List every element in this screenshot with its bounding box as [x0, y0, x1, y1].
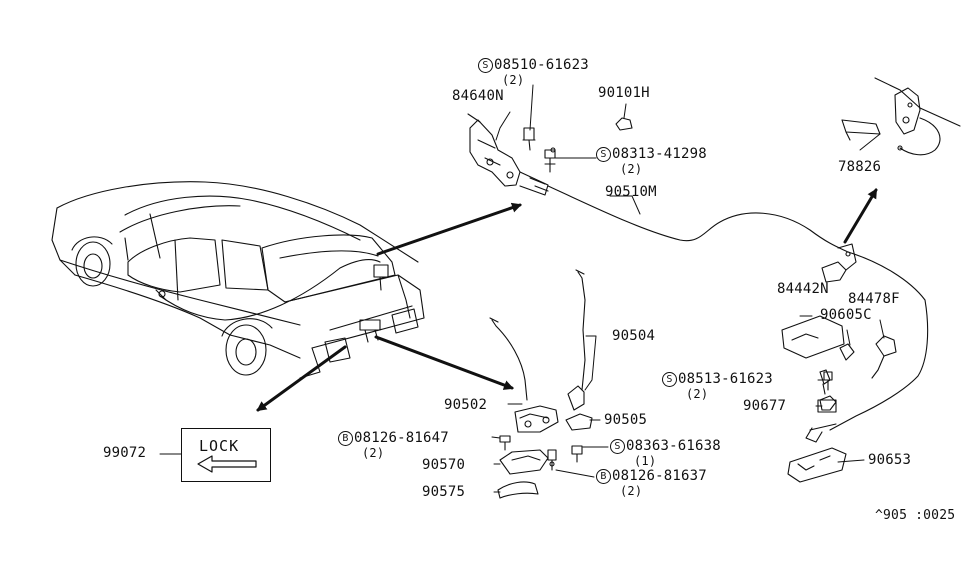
- part-78826-label: 78826: [838, 159, 882, 175]
- part-84478f-label: 84478F: [848, 291, 900, 307]
- part-quantity: (2): [502, 73, 525, 87]
- part-number: 08513-61623: [678, 371, 773, 387]
- screw-badge-icon: S: [662, 372, 677, 387]
- lock-label-text: LOCK: [199, 437, 240, 455]
- lock-label-plate: LOCK: [181, 428, 271, 482]
- part-90101h-label: 90101H: [598, 85, 650, 101]
- screw-badge-icon: S: [596, 147, 611, 162]
- part-number: 08126-81647: [354, 430, 449, 446]
- screw-badge-icon: S: [478, 58, 493, 73]
- release-cable: [547, 185, 929, 443]
- part-quantity: (2): [686, 387, 709, 401]
- latch-assembly: [467, 113, 633, 196]
- diagram-code: ^905 :0025: [875, 508, 956, 523]
- clip-hardware: [819, 371, 837, 411]
- part-90570-label: 90570: [422, 457, 466, 473]
- part-99072-label: 99072: [103, 445, 147, 461]
- part-90677-label: 90677: [743, 398, 787, 414]
- part-number: 08313-41298: [612, 146, 707, 162]
- part-90504-label: 90504: [612, 328, 656, 344]
- part-90575-label: 90575: [422, 484, 466, 500]
- part-84640n-label: 84640N: [452, 88, 504, 104]
- part-84442n-label: 84442N: [777, 281, 829, 297]
- hood-latch-assembly: [841, 77, 961, 156]
- part-quantity: (2): [620, 484, 643, 498]
- lever-assembly: [781, 243, 897, 483]
- bolt-badge-icon: B: [596, 469, 611, 484]
- part-quantity: (2): [620, 162, 643, 176]
- car-illustration: [51, 181, 425, 379]
- part-quantity: (1): [634, 454, 657, 468]
- part-90510m-label: 90510M: [605, 184, 657, 200]
- bolt-badge-icon: B: [338, 431, 353, 446]
- part-number: 08126-81637: [612, 468, 707, 484]
- part-90605c-label: 90605C: [820, 307, 872, 323]
- part-90502-label: 90502: [444, 397, 488, 413]
- lock-arrow-icon: [197, 455, 257, 473]
- part-90653-label: 90653: [868, 452, 912, 468]
- leader-lines: [159, 84, 885, 493]
- part-quantity: (2): [362, 446, 385, 460]
- part-number: 08510-61623: [494, 57, 589, 73]
- part-90505-label: 90505: [604, 412, 648, 428]
- screw-badge-icon: S: [610, 439, 625, 454]
- part-number: 08363-61638: [626, 438, 721, 454]
- callout-arrows: [256, 188, 878, 412]
- lock-rods-assembly: [489, 269, 593, 499]
